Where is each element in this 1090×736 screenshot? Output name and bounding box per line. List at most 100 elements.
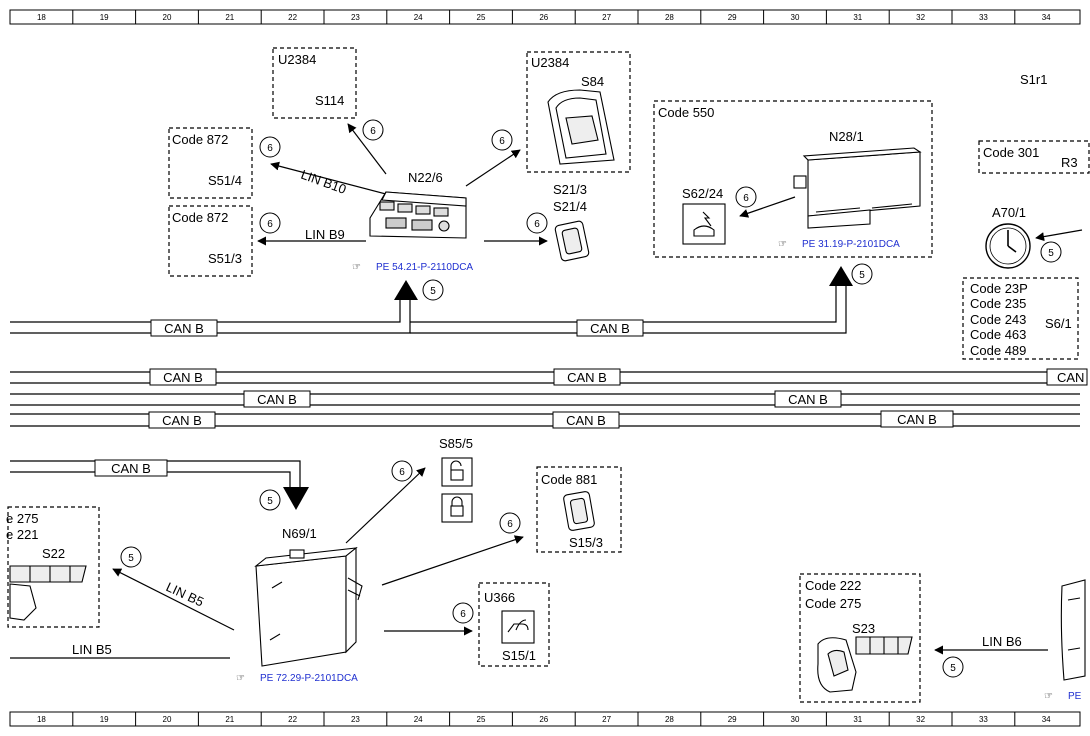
- label-u2384: U2384: [531, 55, 569, 70]
- can-b-label: CAN B: [150, 319, 218, 337]
- s15-3-switch-icon: [563, 491, 595, 531]
- hand-icon: ☞: [778, 239, 787, 250]
- svg-text:6: 6: [399, 467, 405, 478]
- ruler-number: 19: [100, 13, 109, 22]
- s84-door-panel-icon: [547, 89, 615, 165]
- s15-1-switch-icon: [501, 610, 535, 644]
- label-s1r1: S1r1: [1020, 72, 1047, 87]
- component-labels: U2384 S114 U2384 S84 Code 872 S51/4 Code…: [6, 52, 1078, 663]
- label-s51-3: S51/3: [208, 251, 242, 266]
- ruler-number: 33: [979, 715, 988, 724]
- hand-icon: ☞: [236, 673, 245, 684]
- label-r3: R3: [1061, 155, 1078, 170]
- label-code872: Code 872: [172, 132, 228, 147]
- ruler-number: 29: [728, 13, 737, 22]
- ruler-number: 28: [665, 715, 674, 724]
- ruler-number: 31: [853, 715, 862, 724]
- ruler-number: 30: [791, 13, 800, 22]
- pe-ref-link[interactable]: ☞ PE 72.29-P-2101DCA: [236, 673, 358, 684]
- partial-control-unit-icon: [1060, 579, 1086, 681]
- svg-text:6: 6: [507, 519, 513, 530]
- can-b-label: CAN B: [880, 410, 954, 428]
- can-b-labels: CAN B CAN B CAN B CAN B CAN CAN B CAN B …: [94, 319, 1088, 477]
- ruler-number: 22: [288, 715, 297, 724]
- s21-switch-icon: [554, 220, 590, 262]
- callout-6: 6: [362, 119, 384, 141]
- n28-1-control-unit-icon: [793, 147, 922, 229]
- callouts: 6 6 6 6 6 5 6 5 5 6 5 6 5 6 5: [120, 119, 1062, 678]
- ruler-number: 24: [414, 13, 423, 22]
- svg-text:CAN B: CAN B: [590, 321, 630, 336]
- signal-arrows: [10, 123, 1083, 659]
- ruler-number: 32: [916, 13, 925, 22]
- ruler-number: 25: [477, 13, 486, 22]
- label-s84: S84: [581, 74, 604, 89]
- ruler-number: 25: [477, 715, 486, 724]
- svg-text:5: 5: [128, 553, 134, 564]
- svg-text:5: 5: [1048, 248, 1054, 259]
- ruler-number: 29: [728, 715, 737, 724]
- ruler-number: 34: [1042, 13, 1051, 22]
- ruler-number: 27: [602, 13, 611, 22]
- callout-5: 5: [1040, 241, 1062, 263]
- n69-1-control-unit-icon: [254, 546, 363, 667]
- option-boxes: [7, 47, 1090, 703]
- label-code: Code 463: [970, 327, 1026, 342]
- svg-text:CAN: CAN: [1057, 370, 1084, 385]
- pe-ref-link[interactable]: ☞ PE 31.19-P-2101DCA: [778, 239, 900, 250]
- ruler-number: 23: [351, 715, 360, 724]
- can-bus-lines: [10, 286, 1080, 487]
- svg-text:6: 6: [499, 136, 505, 147]
- label-lin-b9: LIN B9: [305, 227, 345, 242]
- callout-6: 6: [259, 212, 281, 234]
- ruler-number: 19: [100, 715, 109, 724]
- pe-ref-link[interactable]: ☞ PE 54.21-P-2110DCA: [352, 262, 473, 273]
- label-lin-b6: LIN B6: [982, 634, 1022, 649]
- can-b-label: CAN B: [576, 319, 644, 337]
- ruler-number: 32: [916, 715, 925, 724]
- ruler-number: 30: [791, 715, 800, 724]
- ruler-number: 26: [539, 13, 548, 22]
- label-n69-1: N69/1: [282, 526, 317, 541]
- n22-6-control-panel-icon: [369, 191, 467, 239]
- ruler-number: 31: [853, 13, 862, 22]
- pe-ref-link[interactable]: ☞ PE: [1044, 691, 1082, 702]
- svg-text:5: 5: [859, 270, 865, 281]
- svg-text:CAN B: CAN B: [788, 392, 828, 407]
- label-s6-1: S6/1: [1045, 316, 1072, 331]
- can-b-label: CAN B: [774, 390, 842, 408]
- callout-5: 5: [120, 546, 142, 568]
- hand-icon: ☞: [352, 262, 361, 273]
- ruler-number: 28: [665, 13, 674, 22]
- label-s23: S23: [852, 621, 875, 636]
- svg-text:6: 6: [267, 219, 273, 230]
- label-s85-5: S85/5: [439, 436, 473, 451]
- label-code222: Code 222: [805, 578, 861, 593]
- s23-seat-switch-icon: [817, 636, 913, 693]
- svg-text:PE: PE: [1068, 691, 1082, 702]
- hand-icon: ☞: [1044, 691, 1053, 702]
- label-code: e 275: [6, 511, 39, 526]
- s62-24-sensor-icon: [682, 203, 726, 245]
- label-u366: U366: [484, 590, 515, 605]
- can-b-label: CAN B: [149, 368, 217, 386]
- svg-text:CAN B: CAN B: [257, 392, 297, 407]
- callout-6: 6: [491, 129, 513, 151]
- label-s21-4: S21/4: [553, 199, 587, 214]
- svg-text:CAN B: CAN B: [897, 412, 937, 427]
- svg-text:CAN B: CAN B: [162, 413, 202, 428]
- callout-6: 6: [259, 136, 281, 158]
- callout-6: 6: [452, 602, 474, 624]
- ruler-number: 34: [1042, 715, 1051, 724]
- callout-5: 5: [259, 489, 281, 511]
- ruler-number: 21: [225, 715, 234, 724]
- label-code: e 221: [6, 527, 39, 542]
- label-code: Code 235: [970, 296, 1026, 311]
- callout-6: 6: [526, 212, 548, 234]
- label-n28-1: N28/1: [829, 129, 864, 144]
- label-code: Code 243: [970, 312, 1026, 327]
- can-b-label: CAN B: [553, 368, 621, 386]
- s22-seat-switch-icon: [9, 565, 87, 621]
